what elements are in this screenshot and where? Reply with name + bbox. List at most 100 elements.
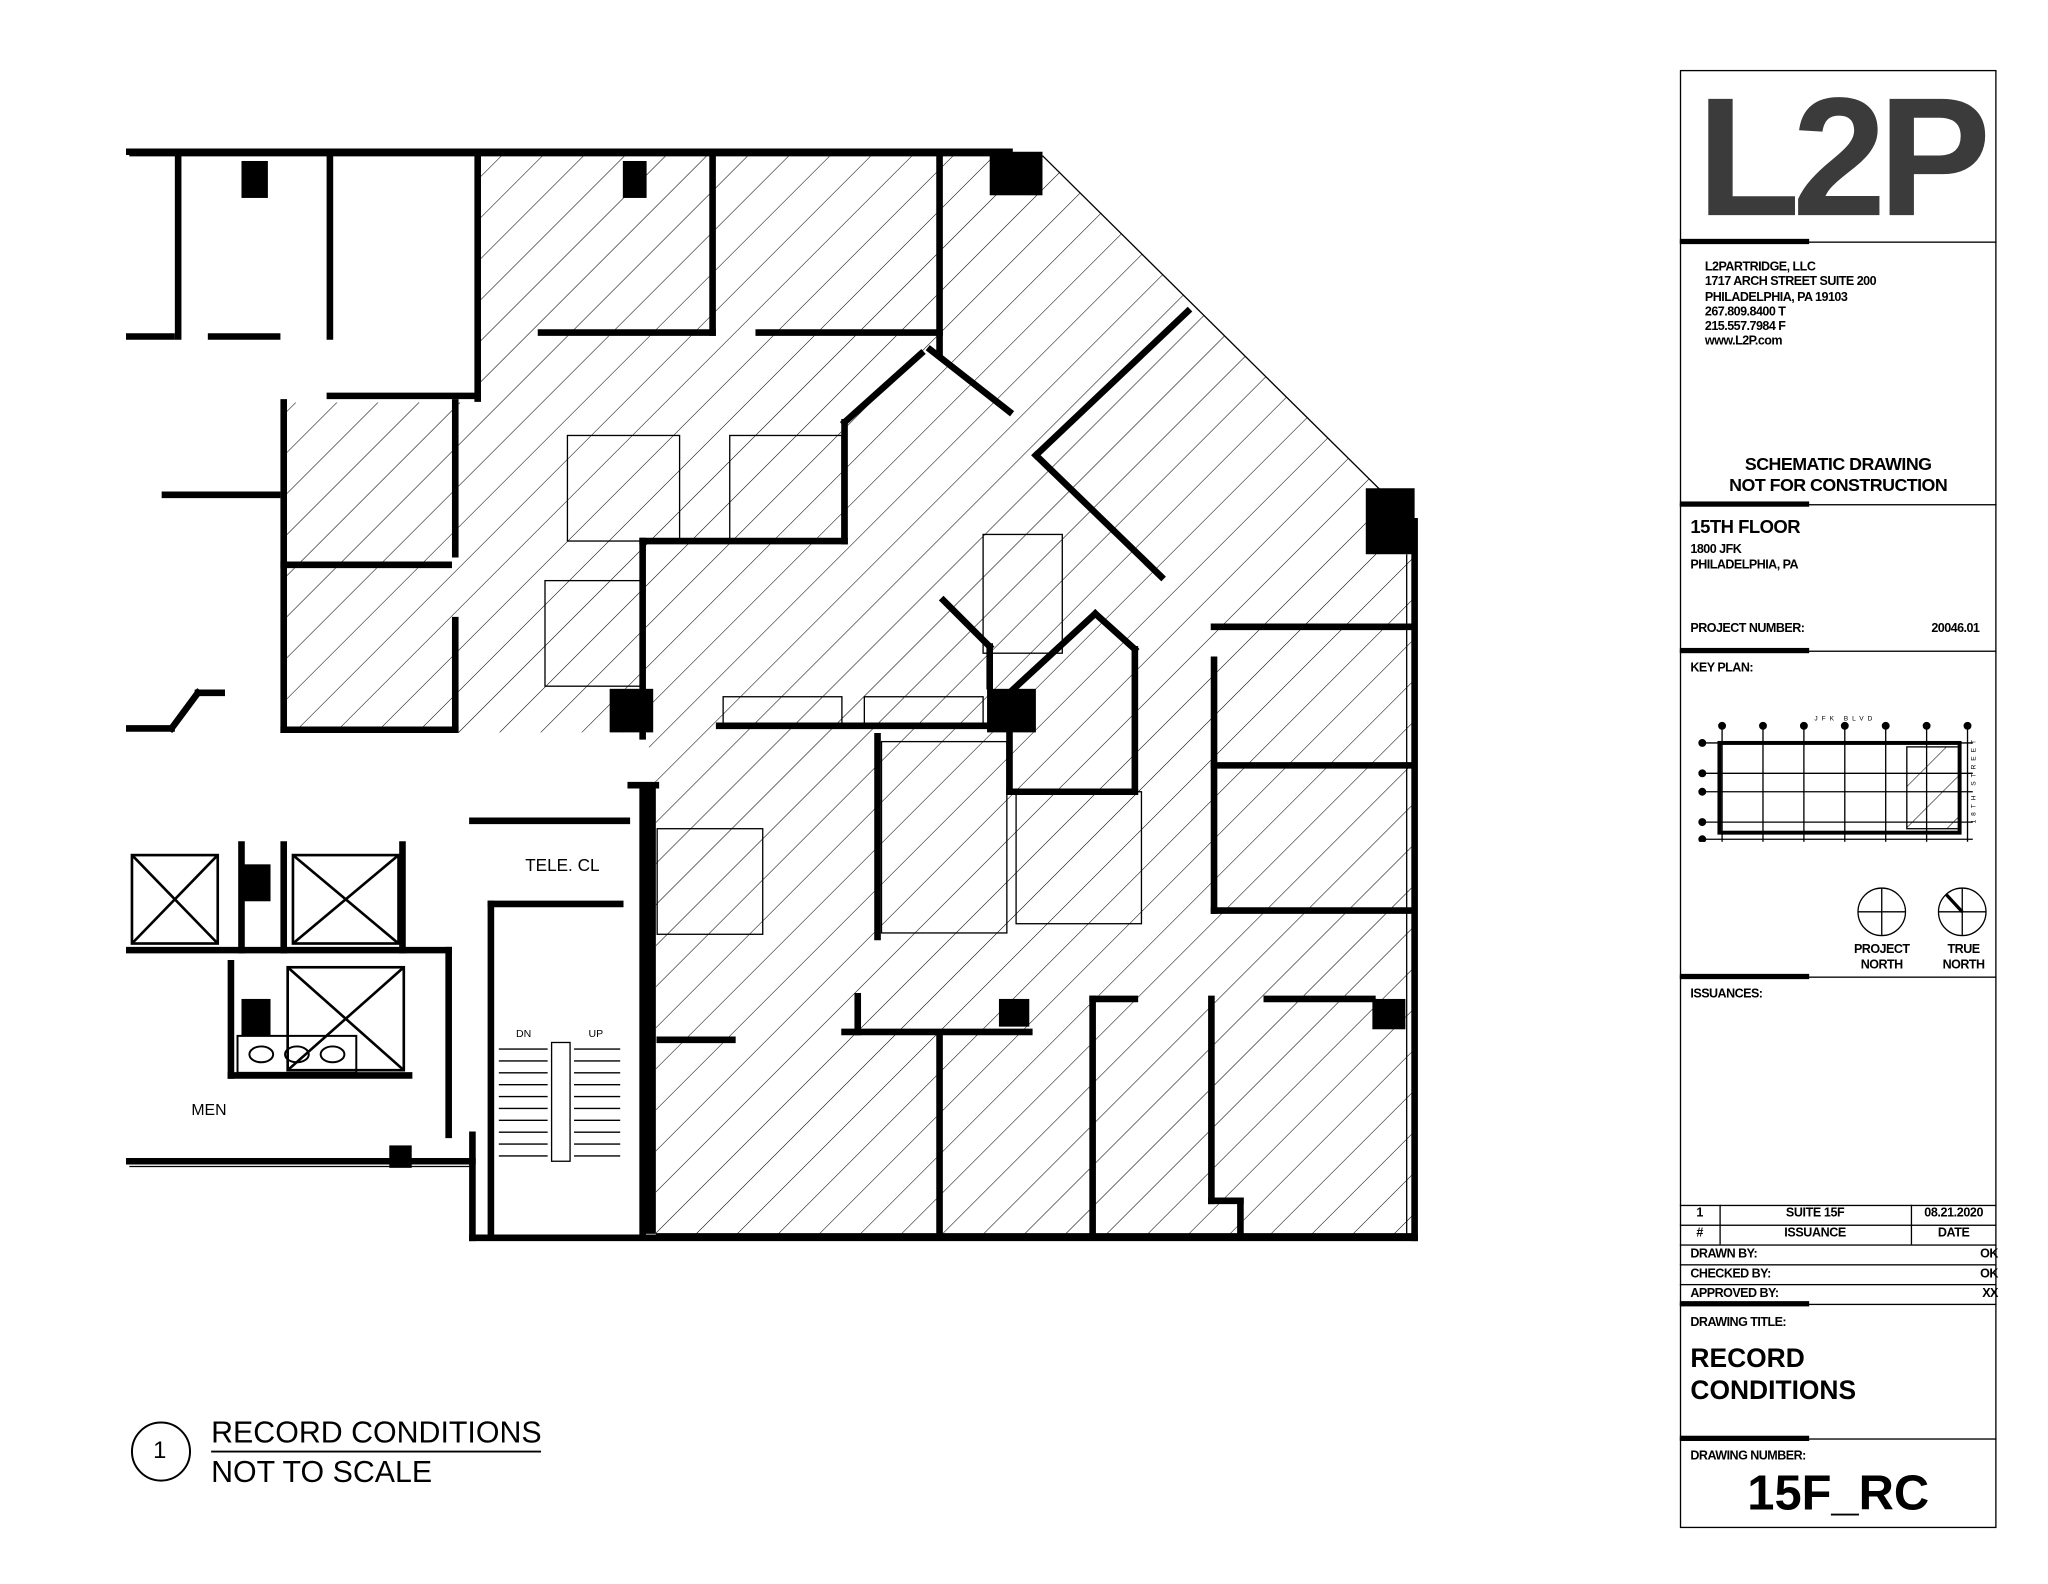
stair xyxy=(498,1041,621,1162)
north-arrows xyxy=(1857,887,1987,937)
structural-column xyxy=(643,785,656,1234)
view-number: 1 xyxy=(153,1437,167,1464)
structural-column xyxy=(241,998,271,1036)
workstation xyxy=(1015,791,1143,925)
key-plan: JFK BLVD 18TH STREET xyxy=(1698,716,1977,842)
key-plan-grid-bubble xyxy=(1759,721,1767,730)
issuance-date: 08.21.2020 xyxy=(1924,1206,1984,1221)
project-address-2: PHILADELPHIA, PA xyxy=(1690,558,1799,573)
key-plan-street-right: 18TH STREET xyxy=(1970,736,1977,823)
workstation xyxy=(729,434,843,542)
firm-info-line: www.L2P.com xyxy=(1704,334,1783,350)
view-number-circle xyxy=(130,1421,192,1482)
men-room-label: MEN xyxy=(191,1102,226,1119)
notice-line-1: SCHEMATIC DRAWING xyxy=(1744,453,1932,474)
firm-logo: L2P xyxy=(1697,63,1991,253)
drawing-number: 15F_RC xyxy=(1747,1466,1930,1521)
key-plan-grid-bubble xyxy=(1840,721,1849,730)
drawing-title-label: DRAWING TITLE: xyxy=(1690,1315,1787,1331)
view-scale: NOT TO SCALE xyxy=(211,1454,433,1489)
project-name: 15TH FLOOR xyxy=(1690,515,1801,538)
firm-info-line: L2PARTRIDGE, LLC xyxy=(1704,259,1816,275)
structural-column xyxy=(241,160,268,198)
issuance-header-number: # xyxy=(1696,1225,1703,1241)
firm-info-line: 267.809.8400 T xyxy=(1704,304,1786,320)
key-plan-grid-bubble xyxy=(1698,818,1707,827)
key-plan-grid-bubble xyxy=(1698,769,1707,778)
project-north-icon xyxy=(1857,887,1907,937)
drawing-number-label: DRAWING NUMBER: xyxy=(1690,1448,1806,1464)
wall xyxy=(166,688,203,734)
wall xyxy=(839,348,926,427)
key-plan-grid-bubble xyxy=(1718,721,1727,730)
issuance-name: SUITE 15F xyxy=(1785,1206,1845,1221)
wall xyxy=(938,595,995,652)
key-plan-grid-bubble xyxy=(1698,835,1707,842)
key-plan-suite-highlight xyxy=(1906,746,1961,830)
wall xyxy=(1031,450,1166,582)
key-plan-label: KEY PLAN: xyxy=(1690,661,1754,676)
hatched-suite-area xyxy=(283,155,1412,1236)
key-plan-grid-bubble xyxy=(1922,721,1931,730)
true-north-label-2: NORTH xyxy=(1942,958,1985,973)
project-address-1: 1800 JFK xyxy=(1690,542,1742,557)
structural-column xyxy=(989,151,1043,196)
floor-plan: TELE. CL MEN DN UP xyxy=(126,148,1418,1482)
firm-info-line: PHILADELPHIA, PA 19103 xyxy=(1704,289,1848,305)
issuance-number: 1 xyxy=(1696,1206,1703,1221)
structural-column xyxy=(241,864,271,902)
key-plan-grid-bubble xyxy=(1698,738,1707,747)
drawn-by-label: DRAWN BY: xyxy=(1690,1247,1758,1262)
workstation xyxy=(656,828,764,935)
wall xyxy=(1031,306,1193,460)
structural-column xyxy=(609,688,654,733)
drawing-title-line-2: CONDITIONS xyxy=(1690,1376,1857,1406)
workstation xyxy=(863,696,984,727)
workstation xyxy=(722,696,843,727)
elevator-shafts xyxy=(130,853,406,1072)
issuance-header-name: ISSUANCE xyxy=(1784,1225,1846,1241)
approved-by-value: XX xyxy=(1982,1286,1998,1302)
approved-by-label: APPROVED BY: xyxy=(1690,1286,1779,1302)
thin-lines xyxy=(129,155,1413,1235)
title-block xyxy=(1679,69,1997,1529)
stair-up-label: UP xyxy=(589,1028,604,1040)
firm-info-line: 1717 ARCH STREET SUITE 200 xyxy=(1704,274,1877,290)
project-number-label: PROJECT NUMBER: xyxy=(1690,621,1805,637)
structural-column xyxy=(389,1145,412,1168)
view-title: RECORD CONDITIONS xyxy=(211,1414,542,1449)
workstation xyxy=(982,533,1063,654)
structural-column xyxy=(622,160,647,198)
true-north-icon xyxy=(1937,887,1987,937)
workstation xyxy=(544,579,645,687)
structural-column xyxy=(1372,998,1406,1030)
key-plan-grid-bubble xyxy=(1881,721,1890,730)
key-plan-grid-bubble xyxy=(1799,721,1808,730)
workstation xyxy=(880,740,1008,934)
notice-line-2: NOT FOR CONSTRUCTION xyxy=(1729,475,1948,495)
structural-column xyxy=(998,998,1030,1027)
wall xyxy=(925,345,1015,417)
key-plan-grid-bubble xyxy=(1963,721,1972,730)
stair-down-label: DN xyxy=(516,1028,531,1040)
drawn-by-value: OK xyxy=(1980,1247,1998,1262)
issuance-header-date: DATE xyxy=(1937,1225,1970,1241)
wall xyxy=(1090,608,1140,654)
window-line xyxy=(1042,155,1413,522)
firm-info-line: 215.557.7984 F xyxy=(1704,319,1786,335)
structural-column xyxy=(987,688,1036,733)
checked-by-value: OK xyxy=(1980,1266,1998,1282)
key-plan-street-top: JFK BLVD xyxy=(1814,716,1876,723)
project-north-label-1: PROJECT xyxy=(1853,942,1910,957)
issuances-label: ISSUANCES: xyxy=(1690,987,1763,1002)
checked-by-label: CHECKED BY: xyxy=(1690,1266,1771,1282)
workstation xyxy=(566,434,681,542)
drawing-title-line-1: RECORD xyxy=(1690,1344,1805,1374)
project-number: 20046.01 xyxy=(1931,621,1980,637)
true-north-label-1: TRUE xyxy=(1947,942,1981,957)
sinks xyxy=(236,1034,358,1074)
walls xyxy=(126,148,1418,1242)
key-plan-grid-bubble xyxy=(1698,787,1707,796)
tele-closet-label: TELE. CL xyxy=(525,855,599,875)
